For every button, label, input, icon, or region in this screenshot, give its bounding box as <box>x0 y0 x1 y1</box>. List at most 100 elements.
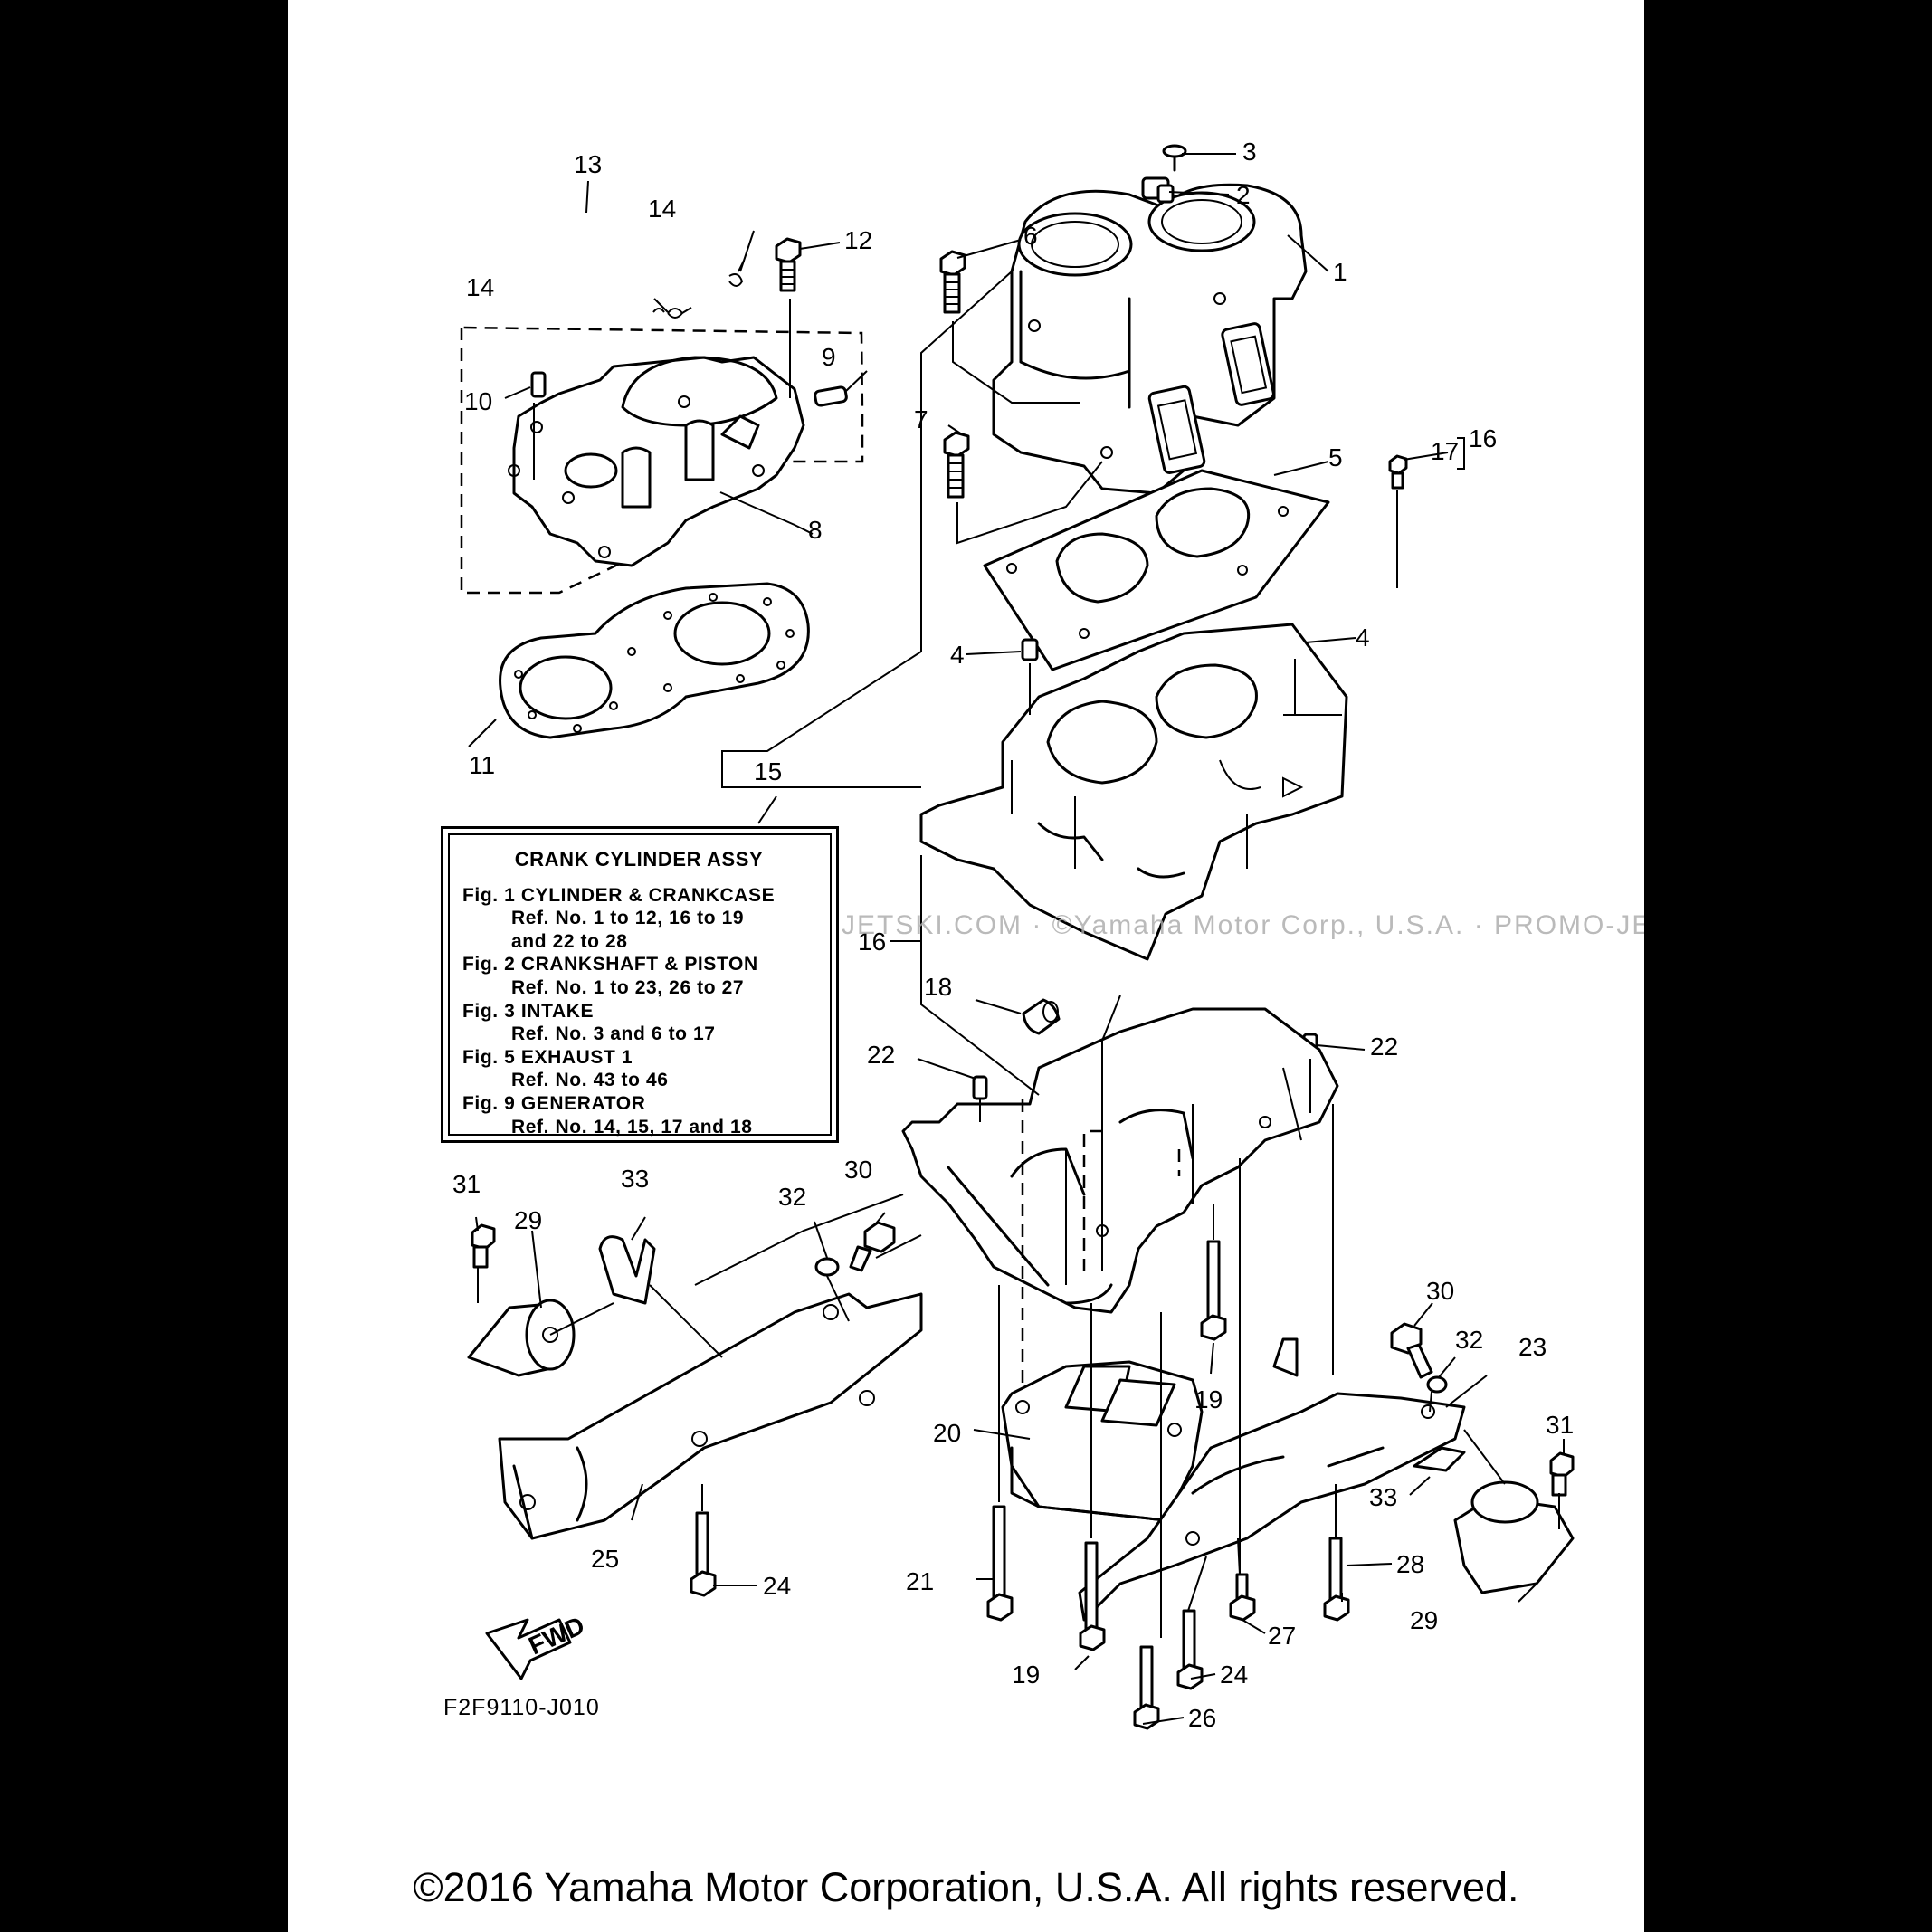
mount-bracket-part-23 <box>1078 1337 1466 1622</box>
legend-fig-9: Fig. 9 GENERATOR <box>462 1092 646 1114</box>
forward-direction-arrow: FWD <box>485 1611 589 1680</box>
callout-6: 6 <box>1023 222 1038 250</box>
legend-fig-3: Fig. 3 INTAKE <box>462 1000 595 1022</box>
callout-17: 17 <box>1431 437 1459 465</box>
exploded-view-diagram: FWD 3 2 1 6 12 13 14 14 10 9 8 7 5 17 16… <box>452 138 1575 1732</box>
callout-27: 27 <box>1268 1622 1296 1650</box>
cylinder-block <box>992 183 1308 495</box>
diagram-code: F2F9110-J010 <box>443 1695 600 1720</box>
callout-15: 15 <box>754 757 782 785</box>
callout-leaders <box>468 153 1565 1725</box>
callout-8: 8 <box>808 516 823 544</box>
callout-30-left: 30 <box>844 1156 872 1184</box>
dowel-part-4a <box>1021 638 1039 661</box>
cap-part-2 <box>1141 176 1175 204</box>
callout-labels: 3 2 1 6 12 13 14 14 10 9 8 7 5 17 16 11 … <box>452 138 1574 1732</box>
callout-1: 1 <box>1333 258 1347 286</box>
callout-19-lower: 19 <box>1012 1661 1040 1689</box>
callout-31-right: 31 <box>1546 1411 1574 1439</box>
rubber-mount-part-29b <box>1453 1480 1575 1594</box>
callout-16-mid: 16 <box>858 928 886 956</box>
fwd-label: FWD <box>525 1611 589 1660</box>
callout-16-top: 16 <box>1469 424 1497 452</box>
stopper-part-33b <box>1413 1446 1466 1472</box>
callout-26: 26 <box>1188 1704 1216 1732</box>
callout-24-right: 24 <box>1220 1661 1248 1689</box>
bolt-part-19a <box>1200 1240 1227 1341</box>
callout-2: 2 <box>1236 181 1251 209</box>
bolt-part-31a <box>471 1223 496 1269</box>
callout-30-right: 30 <box>1426 1277 1454 1305</box>
callout-24-left: 24 <box>763 1572 791 1600</box>
callout-29-right: 29 <box>1410 1606 1438 1634</box>
legend-fig-1: Fig. 1 CYLINDER & CRANKCASE <box>462 884 776 906</box>
parts-diagram-sheet: FWD 3 2 1 6 12 13 14 14 10 9 8 7 5 17 16… <box>288 0 1644 1932</box>
callout-33-right: 33 <box>1369 1483 1397 1511</box>
bolt-part-30b <box>1390 1322 1433 1379</box>
valve-block-part-20 <box>1001 1360 1204 1522</box>
callout-7: 7 <box>914 405 928 433</box>
lower-crankcase <box>901 1007 1339 1314</box>
legend-ref-3: Ref. No. 3 and 6 to 17 <box>511 1023 716 1045</box>
callout-18: 18 <box>924 973 952 1001</box>
callout-14-right: 14 <box>648 195 676 223</box>
callout-22-right: 22 <box>1370 1033 1398 1061</box>
copyright-notice: ©2016 Yamaha Motor Corporation, U.S.A. A… <box>413 1864 1519 1910</box>
clip-part-14 <box>652 260 745 319</box>
callout-33-left: 33 <box>621 1165 649 1193</box>
upper-crankcase <box>919 623 1348 961</box>
callout-25: 25 <box>591 1545 619 1573</box>
legend-title: CRANK CYLINDER ASSY <box>514 848 764 871</box>
bolt-part-17 <box>1388 454 1408 490</box>
head-gasket-part-11 <box>499 582 810 739</box>
callout-5: 5 <box>1328 443 1343 471</box>
hose-part-13 <box>579 209 720 292</box>
legend-ref-9: Ref. No. 14, 15, 17 and 18 <box>511 1116 753 1137</box>
callout-9: 9 <box>822 343 836 371</box>
callout-29-left: 29 <box>514 1206 542 1234</box>
legend-ref-2: Ref. No. 1 to 23, 26 to 27 <box>511 976 745 998</box>
bolt-part-19b <box>1079 1541 1106 1651</box>
stopper-part-33a <box>598 1235 656 1305</box>
fitting-part-9 <box>814 385 848 407</box>
callout-13: 13 <box>574 150 602 178</box>
bolt-part-31b <box>1549 1451 1575 1497</box>
legend-ref-5: Ref. No. 43 to 46 <box>511 1070 669 1091</box>
assembly-lines <box>477 271 1560 1638</box>
screw-part-3 <box>1162 144 1187 172</box>
callout-19-upper: 19 <box>1194 1385 1223 1413</box>
legend-fig-5: Fig. 5 EXHAUST 1 <box>462 1046 633 1068</box>
bolt-part-26 <box>1133 1645 1160 1730</box>
washer-part-32b <box>1426 1375 1448 1394</box>
bolt-part-7 <box>943 431 970 499</box>
bolt-part-30a <box>849 1221 896 1272</box>
bolt-part-27 <box>1229 1573 1256 1622</box>
pin-part-10 <box>530 371 547 398</box>
callout-14-left: 14 <box>466 273 494 301</box>
callout-4-left: 4 <box>950 641 965 669</box>
bolt-part-21 <box>986 1505 1014 1622</box>
bolt-part-24a <box>690 1511 717 1597</box>
bolt-part-6 <box>939 250 966 314</box>
callout-22-left: 22 <box>867 1041 895 1069</box>
dowel-part-22a <box>972 1075 988 1100</box>
callout-20: 20 <box>933 1419 961 1447</box>
callout-28: 28 <box>1396 1550 1424 1578</box>
callout-4-right: 4 <box>1356 623 1370 652</box>
callout-11: 11 <box>469 751 495 779</box>
callout-31-left: 31 <box>452 1170 481 1198</box>
callout-12: 12 <box>844 226 872 254</box>
callout-3: 3 <box>1242 138 1257 166</box>
bolt-part-28 <box>1323 1537 1350 1622</box>
legend-ref-1a: Ref. No. 1 to 12, 16 to 19 <box>511 908 745 929</box>
bushing-part-18 <box>1022 998 1061 1035</box>
rubber-mount-part-29a <box>467 1299 576 1377</box>
cylinder-head-cover-part-8 <box>508 356 805 567</box>
legend-fig-2: Fig. 2 CRANKSHAFT & PISTON <box>462 954 758 976</box>
callout-32-right: 32 <box>1455 1326 1483 1354</box>
callout-32-left: 32 <box>778 1183 806 1211</box>
mount-bracket-part-25 <box>498 1292 923 1540</box>
callout-21: 21 <box>906 1567 934 1595</box>
callout-10: 10 <box>464 387 492 415</box>
assembly-legend-box: CRANK CYLINDER ASSY Fig. 1 CYLINDER & CR… <box>441 826 839 1143</box>
